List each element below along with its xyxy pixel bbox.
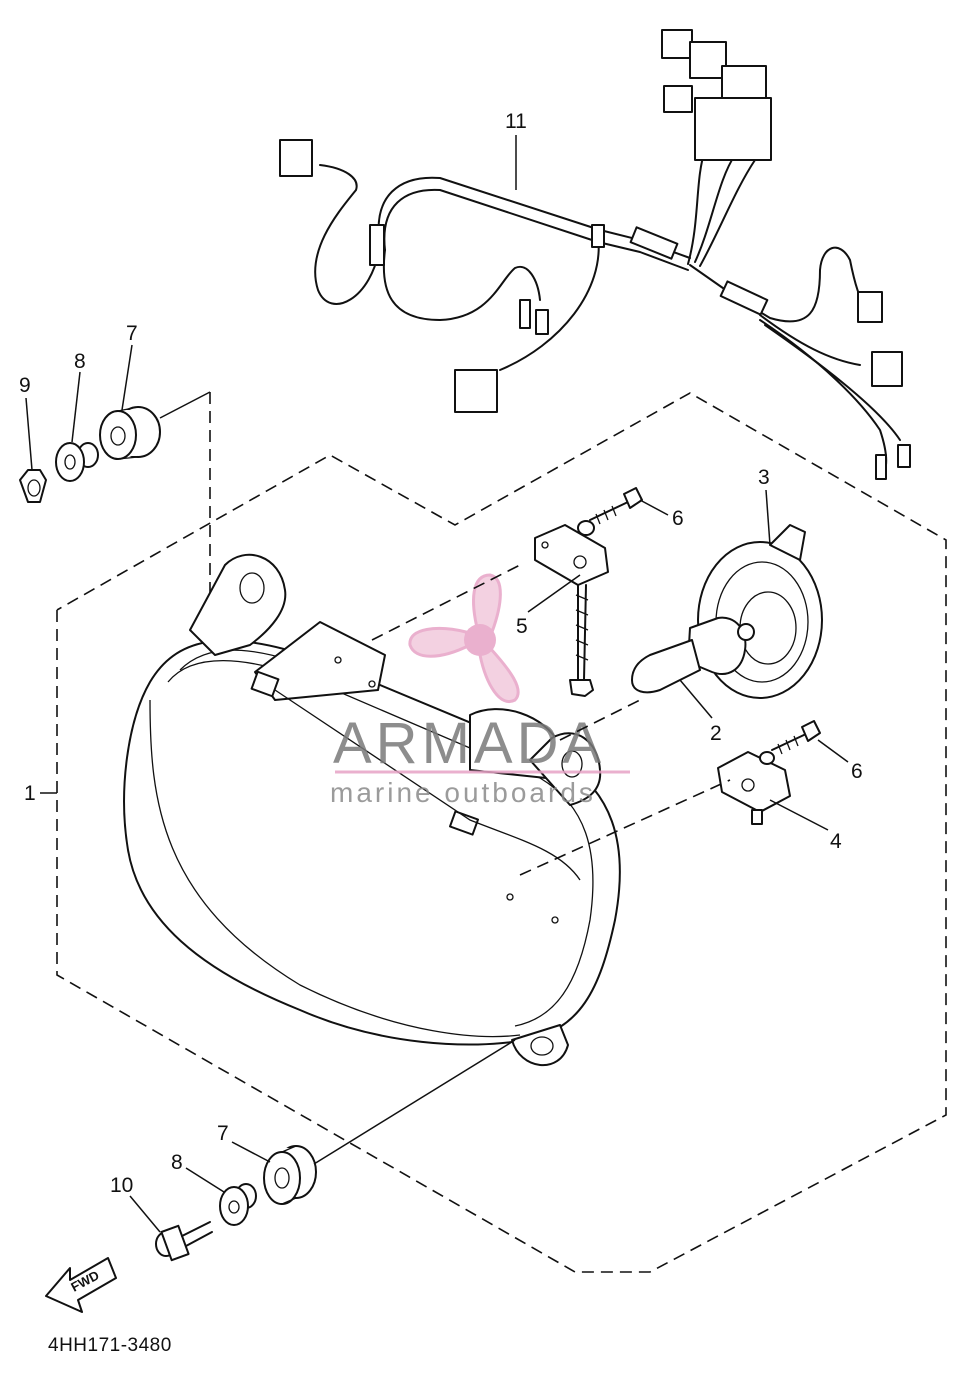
callout-6-upper: 6 bbox=[672, 507, 684, 530]
nut-upper bbox=[19, 469, 47, 503]
callout-3: 3 bbox=[758, 466, 770, 489]
callout-5: 5 bbox=[516, 615, 528, 638]
harness-connector-main bbox=[694, 97, 772, 161]
bulb bbox=[631, 616, 755, 694]
upper-mount-hardware bbox=[19, 391, 211, 503]
callout-7-upper: 7 bbox=[126, 322, 138, 345]
diagram-part-number: 4HH171-3480 bbox=[48, 1335, 172, 1356]
wiring-harness bbox=[279, 29, 911, 480]
callouts: 11 3 6 5 2 6 4 7 8 9 1 7 8 10 bbox=[19, 110, 863, 1197]
callout-2: 2 bbox=[710, 722, 722, 745]
forward-arrow: FWD bbox=[45, 1257, 117, 1313]
adjuster-bracket-upper bbox=[534, 520, 609, 697]
propeller-logo-icon bbox=[408, 573, 520, 704]
lower-mount-hardware bbox=[155, 1039, 516, 1262]
collar-lower bbox=[219, 1183, 257, 1226]
harness-connector-left bbox=[279, 139, 313, 177]
callout-4: 4 bbox=[830, 830, 842, 853]
callout-8-upper: 8 bbox=[74, 350, 86, 373]
collar-upper bbox=[55, 442, 99, 482]
screw-upper bbox=[589, 487, 643, 525]
callout-6-lower: 6 bbox=[851, 760, 863, 783]
callout-10: 10 bbox=[110, 1174, 133, 1197]
grommet-lower bbox=[263, 1145, 317, 1205]
grommet-upper bbox=[99, 406, 161, 460]
watermark-subtitle: marine outboards bbox=[330, 777, 596, 808]
bolt-lower bbox=[155, 1221, 213, 1262]
callout-1: 1 bbox=[24, 782, 36, 805]
watermark-title: ARMADA bbox=[333, 711, 605, 776]
leader-lines bbox=[25, 135, 849, 1233]
callout-9: 9 bbox=[19, 374, 31, 397]
watermark: ARMADA marine outboards bbox=[330, 573, 630, 808]
screw-lower bbox=[771, 720, 821, 755]
headlight-unit bbox=[123, 553, 621, 1067]
adjuster-bracket-lower bbox=[717, 751, 791, 825]
assembly-boundary bbox=[56, 392, 947, 1273]
harness-connector-bottom bbox=[454, 369, 498, 413]
callout-7-lower: 7 bbox=[217, 1122, 229, 1145]
callout-8-lower: 8 bbox=[171, 1151, 183, 1174]
callout-11: 11 bbox=[505, 110, 527, 133]
